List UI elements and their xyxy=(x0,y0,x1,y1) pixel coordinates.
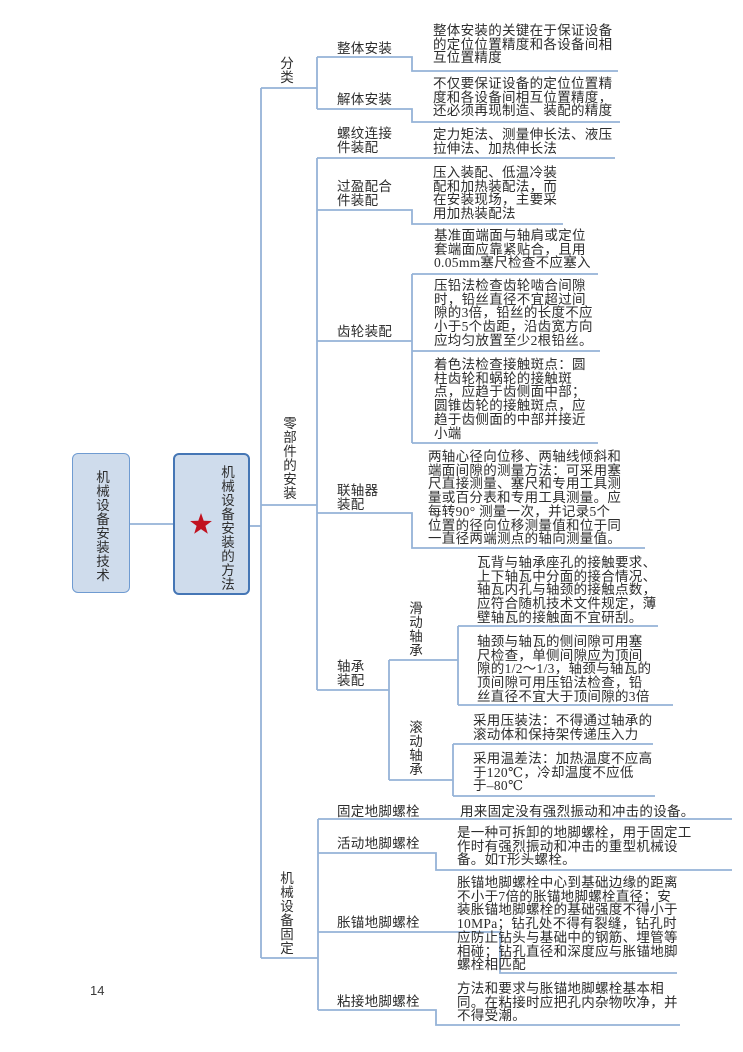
subtopic-expansion-anchor-bolt-label: 胀锚地脚螺栓 xyxy=(337,915,420,930)
leaf-gear-datum-text: 基准面端面与轴肩或定位 套端面应靠紧贴合，且用 0.05mm塞尺检查不应塞入 xyxy=(434,228,591,271)
branch-parts-installation-label: 零部件的安装 xyxy=(281,416,296,500)
page-number: 14 xyxy=(90,983,105,998)
subtopic-rolling-bearing-label: 滚动轴承 xyxy=(407,720,422,776)
leaf-interference-text: 压入装配、低温冷装 配和加热装配法，而 在安装现场，主要采 用加热装配法 xyxy=(433,165,558,222)
subtopic-fixed-anchor-bolt-label: 固定地脚螺栓 xyxy=(337,804,420,819)
root-node-label: 机械设备安装技术 xyxy=(94,470,109,582)
leaf-coupling-text: 两轴心径向位移、两轴线倾斜和 端面间隙的测量方法：可采用塞 尺直接测量、塞尺和专… xyxy=(428,449,622,547)
leaf-bonded-anchor-bolt-text: 方法和要求与胀锚地脚螺栓基本相 同。在粘接时应把孔内杂物吹净，并 不得受潮。 xyxy=(457,981,678,1024)
leaf-fixed-anchor-bolt-text: 用来固定没有强烈振动和冲击的设备。 xyxy=(460,804,695,819)
leaf-whole-install-text: 整体安装的关键在于保证设备 的定位位置精度和各设备间相 互位置精度 xyxy=(433,23,613,66)
connector-group xyxy=(130,56,732,1026)
subtopic-gear-label: 齿轮装配 xyxy=(337,324,393,339)
subtopic-bonded-anchor-bolt-label: 粘接地脚螺栓 xyxy=(337,994,420,1009)
leaf-sliding-bearing-clearance-text: 轴颈与轴瓦的侧间隙可用塞 尺检查，单侧间隙应为顶间 隙的1/2～1/3，轴颈与轴… xyxy=(477,634,652,704)
leaf-threaded-text: 定力矩法、测量伸长法、液压 拉伸法、加热伸长法 xyxy=(433,127,613,156)
leaf-rolling-bearing-press-text: 采用压装法：不得通过轴承的 滚动体和保持架传递压入力 xyxy=(473,713,653,742)
leaf-gear-lead-wire-text: 压铅法检查齿轮啮合间隙 时，铅丝直径不宜超过间 隙的3倍，铅丝的长度不应 小于5… xyxy=(434,278,593,348)
subtopic-sliding-bearing-label: 滑动轴承 xyxy=(407,601,422,657)
subtopic-disassembled-install-label: 解体安装 xyxy=(337,92,393,107)
leaf-sliding-bearing-contact-text: 瓦背与轴承座孔的接触要求、 上下轴瓦中分面的接合情况、 轴瓦内孔与轴颈的接触点数… xyxy=(477,555,657,625)
branch-equipment-fixing-label: 机械设备固定 xyxy=(278,871,293,955)
subtopic-threaded-label: 螺纹连接 件装配 xyxy=(337,126,393,155)
subtopic-bearing-label: 轴承 装配 xyxy=(337,659,365,688)
subtopic-movable-anchor-bolt-label: 活动地脚螺栓 xyxy=(337,836,420,851)
leaf-movable-anchor-bolt-text: 是一种可拆卸的地脚螺栓，用于固定工 作时有强烈振动和冲击的重型机械设 备。如T形… xyxy=(457,825,692,868)
star-shape xyxy=(190,513,212,534)
leaf-gear-contact-spot-text: 着色法检查接触斑点：圆 柱齿轮和蜗轮的接触斑 点，应趋于齿侧面中部； 圆锥齿轮的… xyxy=(434,357,586,441)
subtopic-whole-install-label: 整体安装 xyxy=(337,41,393,56)
subtopic-coupling-label: 联轴器 装配 xyxy=(337,483,379,512)
topic-node-label: 机械设备安装的方法 xyxy=(219,465,234,591)
subtopic-interference-label: 过盈配合 件装配 xyxy=(337,179,393,208)
root-node: 机械设备安装技术 xyxy=(72,453,130,593)
leaf-rolling-bearing-temperature-text: 采用温差法：加热温度不应高 于120℃，冷却温度不应低 于–80℃ xyxy=(473,751,653,794)
branch-classification-label: 分类 xyxy=(278,56,293,84)
leaf-expansion-anchor-bolt-text: 胀锚地脚螺栓中心到基础边缘的距离 不小于7倍的胀锚地脚螺栓直径；安 装胀锚地脚螺… xyxy=(457,875,678,973)
topic-node: 机械设备安装的方法 xyxy=(173,453,250,595)
leaf-disassembled-install-text: 不仅要保证设备的定位位置精 度和各设备间相互位置精度， 还必须再现制造、装配的精… xyxy=(433,76,613,119)
